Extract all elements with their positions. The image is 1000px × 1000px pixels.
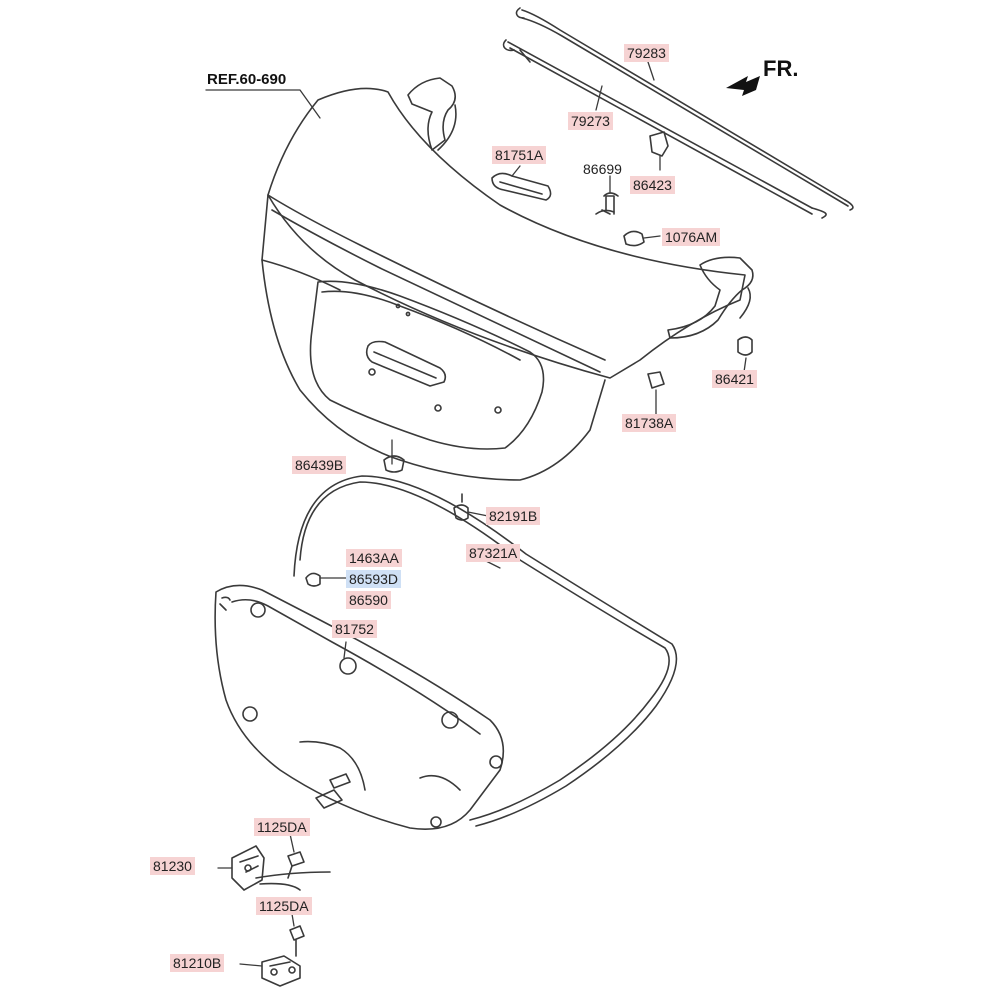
part-label-86421[interactable]: 86421 (712, 370, 757, 388)
part-label-79273[interactable]: 79273 (568, 112, 613, 130)
trunk-striker (261, 925, 305, 987)
front-direction-arrow (726, 76, 760, 96)
part-label-79283[interactable]: 79283 (624, 44, 669, 62)
part-label-81738A[interactable]: 81738A (622, 414, 677, 432)
torsion-bars (502, 7, 854, 219)
part-label-86423[interactable]: 86423 (630, 176, 675, 194)
trunk-latch (231, 845, 331, 891)
front-direction-label: FR. (763, 56, 799, 81)
ref-label: REF.60-690 (207, 71, 287, 88)
leader-lines (205, 61, 747, 967)
part-label-86593D[interactable]: 86593D (346, 570, 402, 588)
part-label-1076AM[interactable]: 1076AM (662, 228, 721, 246)
part-label-86590[interactable]: 86590 (346, 591, 391, 609)
inner-trim-panel (214, 584, 505, 830)
trunk-lid (261, 77, 754, 521)
part-label-81752[interactable]: 81752 (332, 620, 377, 638)
part-label-86699[interactable]: 86699 (583, 161, 622, 177)
part-label-1125DA-2[interactable]: 1125DA (256, 897, 312, 915)
part-label-81230[interactable]: 81230 (150, 857, 195, 875)
part-label-81751A[interactable]: 81751A (492, 146, 547, 164)
part-label-1125DA-1[interactable]: 1125DA (254, 818, 310, 836)
part-label-1463AA[interactable]: 1463AA (346, 549, 402, 567)
clip-assembly (305, 572, 321, 587)
part-label-81210B[interactable]: 81210B (170, 954, 225, 972)
weatherstrip (293, 475, 678, 827)
part-label-87321A[interactable]: 87321A (466, 544, 521, 562)
part-label-82191B[interactable]: 82191B (486, 507, 541, 525)
part-label-86439B[interactable]: 86439B (292, 456, 347, 474)
